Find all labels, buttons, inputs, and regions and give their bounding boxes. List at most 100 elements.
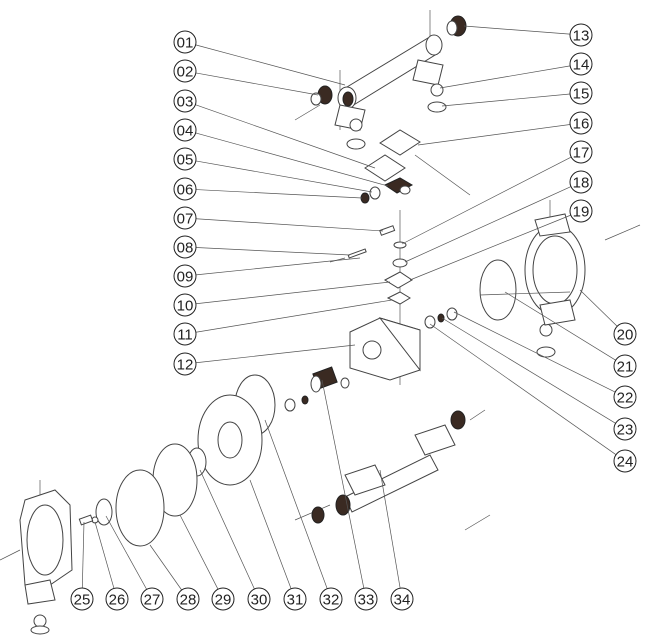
callout-19: 19	[569, 199, 593, 223]
callout-circle	[390, 587, 414, 611]
callout-number: 24	[617, 454, 634, 471]
outer-plate	[95, 498, 113, 526]
check-balls-and-seats	[30, 83, 556, 635]
leader-line-17	[401, 156, 572, 245]
callout-31: 31	[283, 587, 307, 611]
callout-number: 29	[215, 592, 232, 609]
callout-16: 16	[569, 111, 593, 135]
callout-04: 04	[173, 118, 197, 142]
callout-25: 25	[70, 587, 94, 611]
callout-circle	[569, 199, 593, 223]
leader-line-15	[441, 93, 571, 107]
callout-34: 34	[390, 587, 414, 611]
leader-line-09	[195, 257, 361, 276]
callout-29: 29	[211, 587, 235, 611]
leader-line-34	[379, 469, 401, 589]
callout-30: 30	[247, 587, 271, 611]
leader-lines	[81, 25, 618, 591]
callout-number: 05	[177, 152, 194, 169]
callout-number: 33	[358, 592, 375, 609]
callout-circle	[569, 23, 593, 47]
callouts: 0102030405060708091011121314151617181920…	[70, 23, 637, 611]
callout-number: 21	[617, 359, 634, 376]
callout-number: 01	[177, 35, 194, 52]
leader-line-24	[429, 323, 617, 455]
callout-number: 11	[177, 327, 193, 344]
callout-number: 23	[617, 422, 634, 439]
callout-circle	[173, 147, 197, 171]
callout-circle	[569, 170, 593, 194]
callout-circle	[569, 52, 593, 76]
callout-number: 13	[573, 28, 590, 45]
leader-line-20	[579, 289, 618, 327]
callout-14: 14	[569, 52, 593, 76]
callout-circle	[176, 587, 200, 611]
callout-09: 09	[173, 264, 197, 288]
callout-18: 18	[569, 170, 593, 194]
callout-number: 04	[177, 123, 194, 140]
callout-10: 10	[173, 293, 197, 317]
callout-circle	[569, 111, 593, 135]
callout-circle	[211, 587, 235, 611]
callout-28: 28	[176, 587, 200, 611]
callout-circle	[354, 587, 378, 611]
callout-number: 32	[323, 592, 340, 609]
leader-line-21	[504, 291, 616, 361]
leader-line-29	[179, 514, 219, 590]
callout-06: 06	[173, 177, 197, 201]
top-manifold	[334, 34, 444, 131]
callout-21: 21	[613, 354, 637, 378]
leader-line-07	[195, 218, 384, 232]
callout-circle	[105, 587, 129, 611]
callout-number: 22	[617, 390, 634, 407]
leader-line-19	[409, 214, 571, 281]
leader-line-08	[195, 247, 351, 256]
muffler	[310, 366, 338, 393]
bottom-manifold	[311, 410, 466, 524]
callout-15: 15	[569, 81, 593, 105]
callout-number: 27	[144, 592, 161, 609]
leader-line-28	[149, 544, 182, 591]
leader-line-16	[417, 124, 571, 146]
callout-circle	[70, 587, 94, 611]
callout-circle	[140, 587, 164, 611]
callout-32: 32	[319, 587, 343, 611]
valve-gasket	[364, 154, 406, 182]
outer-plate-right	[479, 259, 517, 321]
left-chamber	[19, 489, 73, 605]
back-up-diaphragm	[115, 469, 165, 547]
callout-number: 30	[251, 592, 268, 609]
callout-20: 20	[613, 322, 637, 346]
leader-line-04	[195, 132, 389, 187]
leader-line-11	[195, 299, 393, 333]
callout-circle	[247, 587, 271, 611]
leader-line-26	[94, 521, 115, 589]
callout-circle	[319, 587, 343, 611]
callout-circle	[173, 59, 197, 83]
callout-08: 08	[173, 235, 197, 259]
leader-line-27	[105, 515, 147, 590]
callout-11: 11	[173, 322, 197, 346]
small-parts	[347, 186, 413, 305]
leader-line-14	[439, 65, 571, 89]
callout-circle	[173, 293, 197, 317]
callout-circle	[613, 354, 637, 378]
leader-line-30	[199, 469, 255, 590]
callout-number: 02	[177, 64, 194, 81]
leader-line-33	[321, 379, 365, 589]
callout-24: 24	[613, 449, 637, 473]
leader-line-12	[195, 344, 356, 364]
callout-number: 34	[394, 592, 411, 609]
leader-line-03	[195, 104, 376, 169]
callout-circle	[613, 322, 637, 346]
callout-number: 25	[74, 592, 91, 609]
callout-circle	[569, 140, 593, 164]
port-nut-right	[446, 15, 467, 37]
leader-line-31	[249, 479, 292, 589]
callout-circle	[173, 322, 197, 346]
callout-circle	[173, 352, 197, 376]
callout-33: 33	[354, 587, 378, 611]
callout-05: 05	[173, 147, 197, 171]
callout-number: 18	[573, 175, 590, 192]
